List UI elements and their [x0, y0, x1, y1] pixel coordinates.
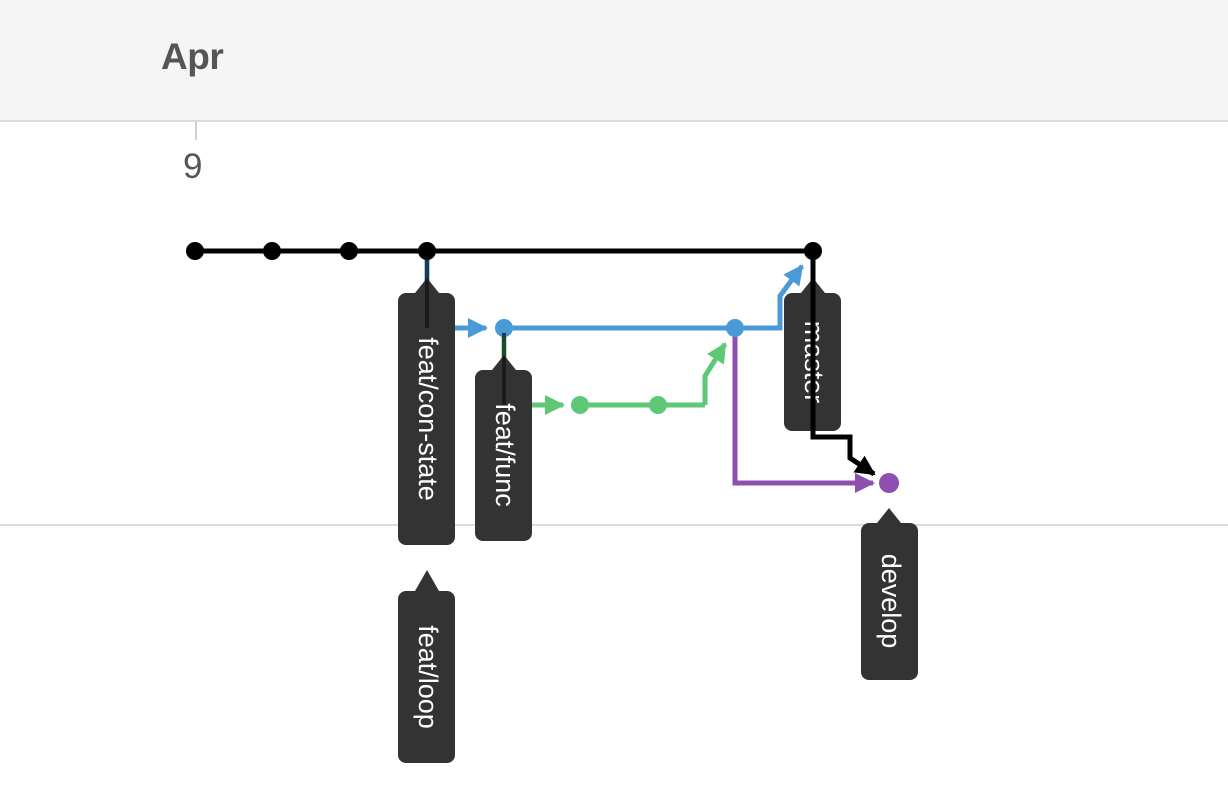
commit-node[interactable]: [726, 319, 744, 337]
branch-tag-label: feat/func: [490, 403, 520, 507]
day-tick: [195, 122, 197, 140]
branch-tag-loop[interactable]: feat/loop: [398, 570, 455, 763]
commit-node[interactable]: [186, 242, 204, 260]
commit-node[interactable]: [495, 319, 513, 337]
branch-tag-func[interactable]: feat/func: [475, 355, 532, 541]
branch-tag-label: feat/con-state: [413, 337, 443, 501]
develop-branch-edge: [732, 333, 875, 493]
row-separator: [0, 524, 1228, 526]
branch-tag-develop[interactable]: develop: [861, 508, 918, 680]
branch-tag-label: feat/loop: [413, 625, 443, 729]
day-label: 9: [183, 147, 203, 186]
commit-node[interactable]: [340, 242, 358, 260]
commit-node[interactable]: [263, 242, 281, 260]
commit-node[interactable]: [649, 396, 667, 414]
commit-node[interactable]: [804, 242, 822, 260]
commit-node[interactable]: [571, 396, 589, 414]
month-label: Apr: [161, 36, 224, 77]
branch-tag-con-state[interactable]: feat/con-state: [398, 278, 455, 545]
con-state-merge-edge: [735, 264, 805, 331]
commit-node[interactable]: [879, 473, 899, 493]
commit-node[interactable]: [418, 242, 436, 260]
func-merge-edge: [702, 342, 728, 405]
timeline-header: Apr: [0, 0, 1228, 122]
branch-tag-label: develop: [876, 554, 906, 649]
